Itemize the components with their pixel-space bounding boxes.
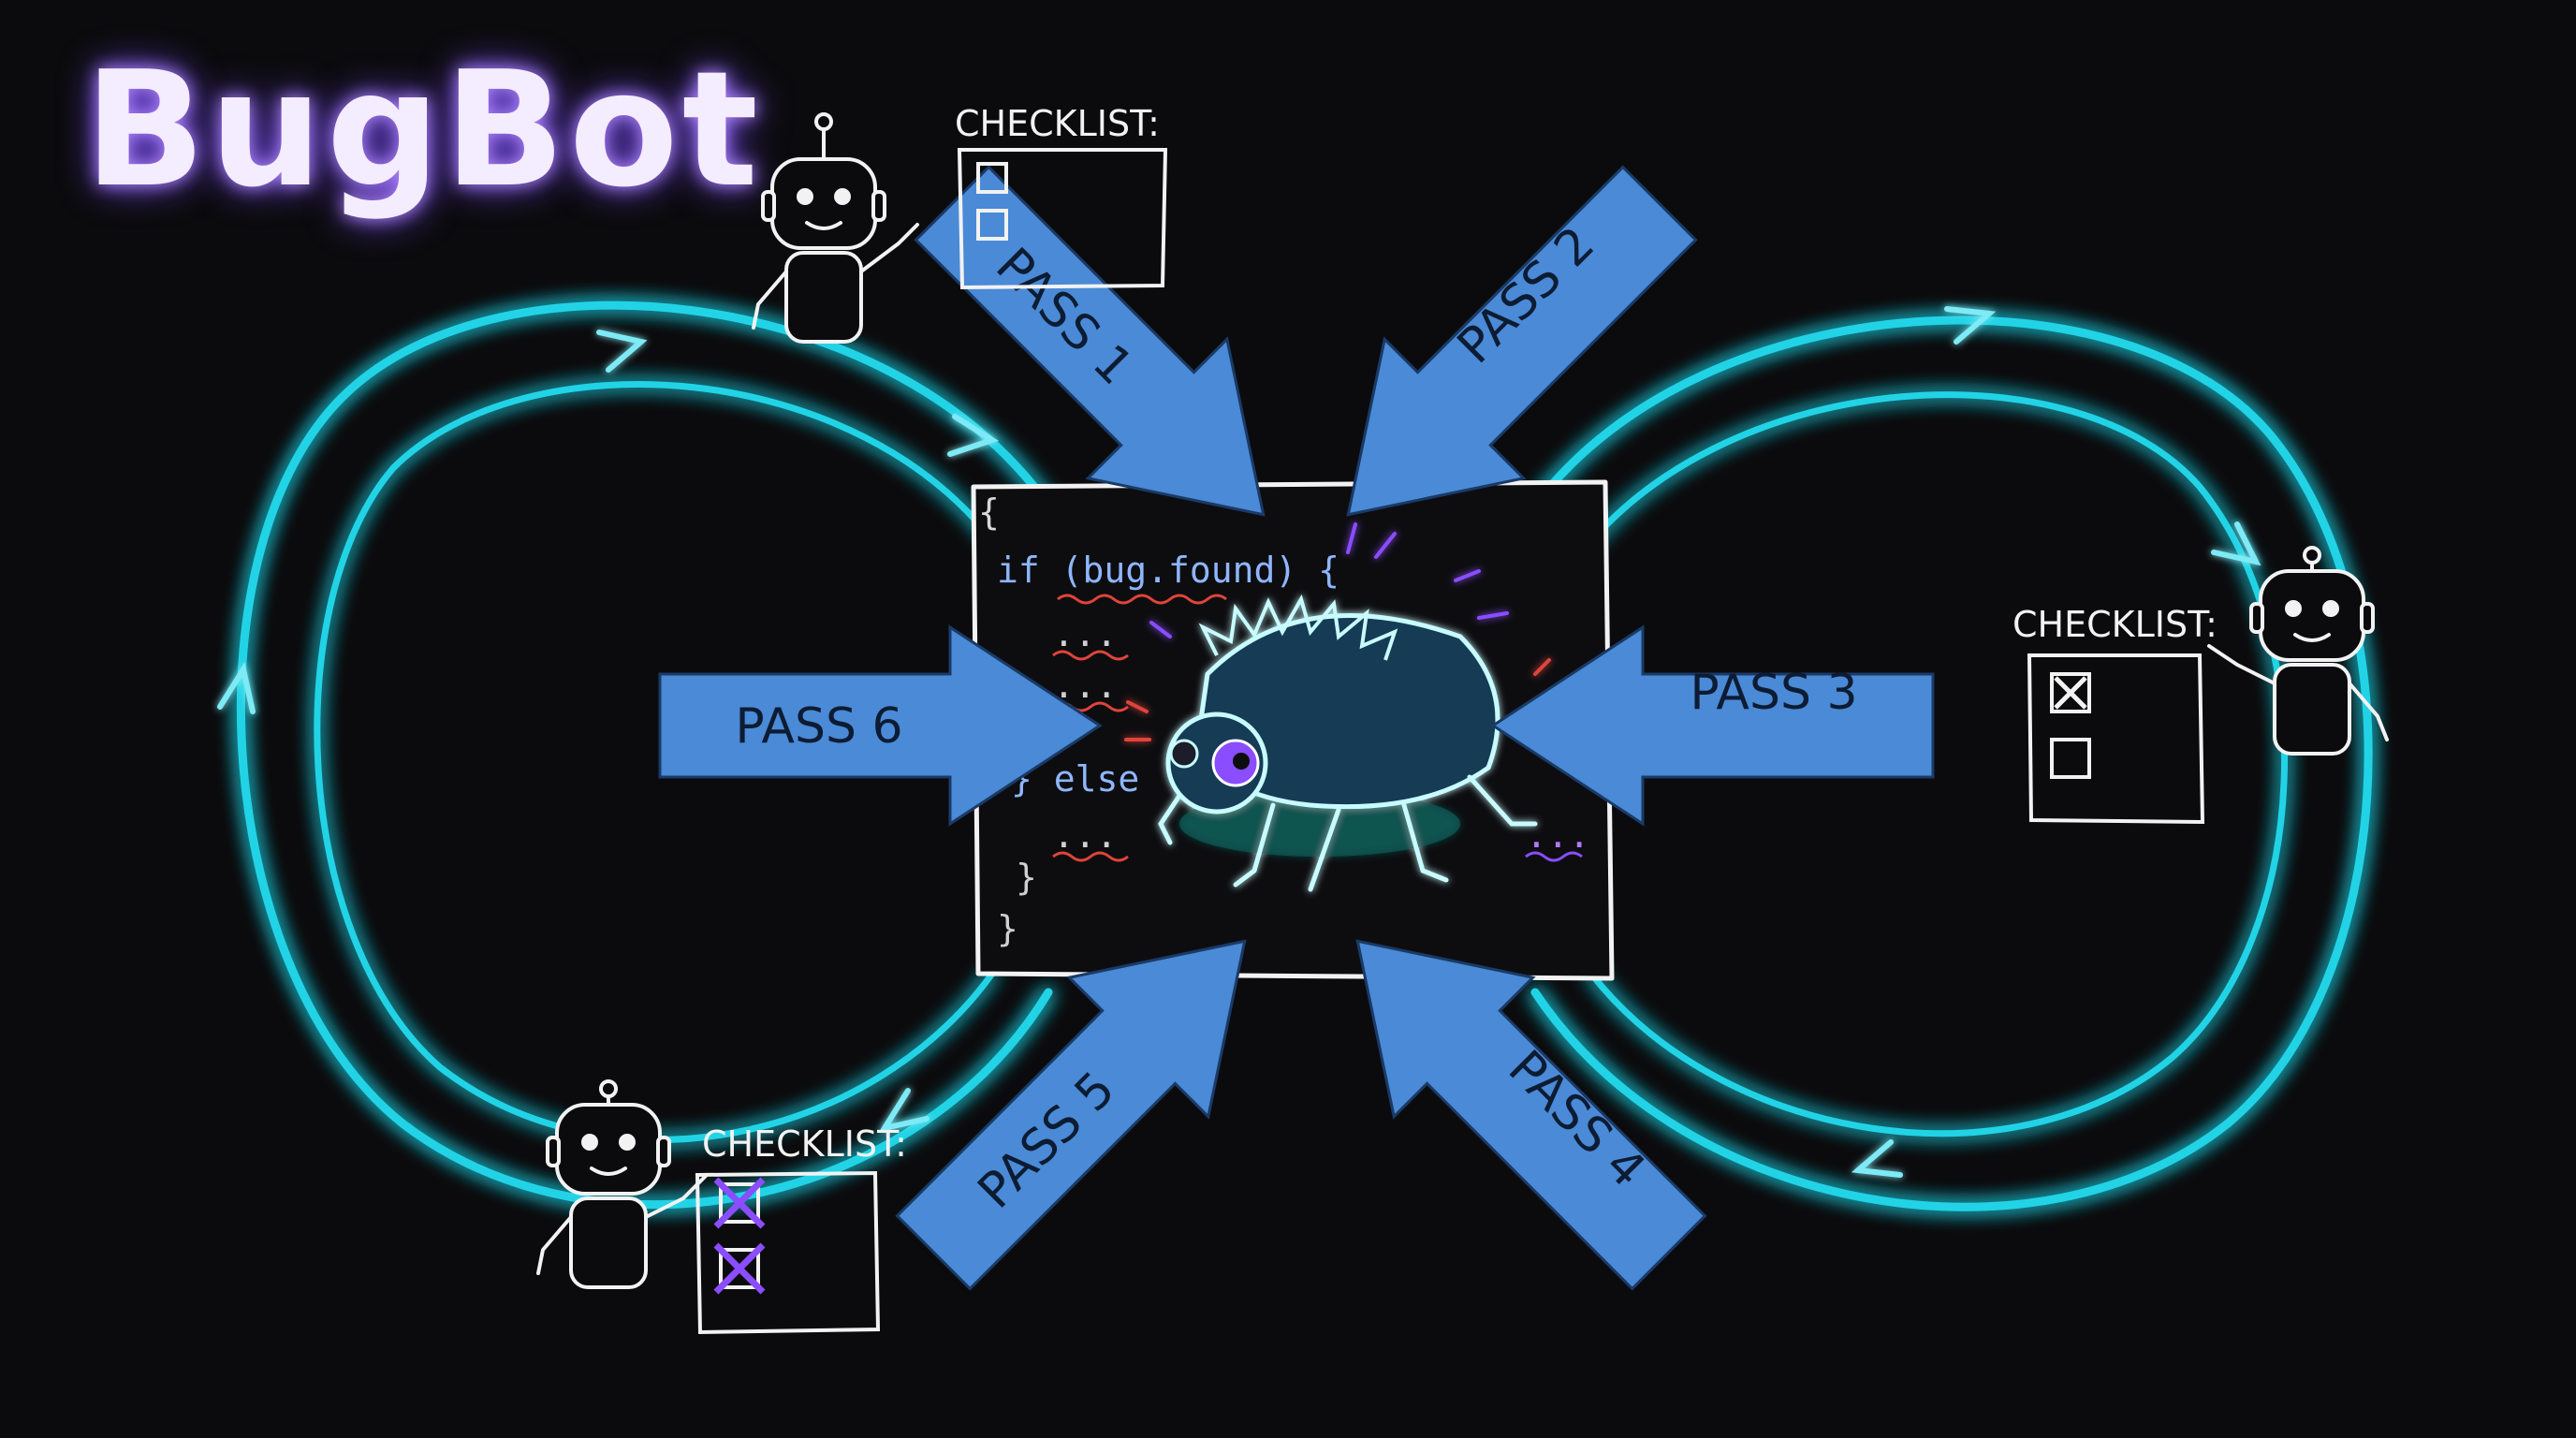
code-line-if: if (bug.found) {: [997, 550, 1339, 591]
checklist-right: CHECKLIST:: [2012, 604, 2217, 825]
checkbox-bottom-1: [719, 1182, 760, 1224]
bug-icon: [1124, 522, 1551, 892]
checkbox-top-1: [976, 162, 1008, 194]
loop-arrowheads: [217, 306, 2261, 1178]
pass-arrow-3: PASS 3: [1490, 624, 1935, 827]
code-line-close-brace-2: }: [997, 908, 1018, 949]
checkbox-right-2: [2050, 738, 2091, 779]
checklist-top: CHECKLIST:: [955, 103, 1168, 290]
robot-icon-right: [2207, 546, 2389, 756]
checkbox-bottom-2: [719, 1248, 760, 1289]
code-line-ellipsis-4: ...: [1526, 814, 1590, 856]
checkbox-top-2: [976, 209, 1008, 241]
error-squiggles: [1052, 594, 1227, 862]
checklist-bottom-label: CHECKLIST:: [702, 1123, 907, 1165]
checkbox-right-1: [2050, 672, 2091, 713]
robot-icon-top: [752, 112, 919, 344]
pass-arrow-6: PASS 6: [658, 624, 1103, 827]
checklist-right-label: CHECKLIST:: [2012, 604, 2217, 645]
pass-label-3: PASS 3: [1690, 665, 1857, 721]
code-snippet: { if (bug.found) { ... ... } else ... } …: [978, 492, 1590, 949]
page-title: BugBot: [84, 37, 762, 223]
checklist-bottom: CHECKLIST:: [695, 1123, 907, 1335]
right-loop: [1530, 315, 2373, 1211]
robot-icon-bottom: [536, 1079, 709, 1289]
code-line-ellipsis-2: ...: [1053, 665, 1118, 706]
checklist-top-label: CHECKLIST:: [955, 103, 1160, 144]
code-line-open-brace: {: [978, 492, 1000, 533]
pass-arrows: PASS 1 PASS 2 PASS 3 PASS 4 PASS 5 PASS …: [658, 165, 1935, 1291]
code-line-ellipsis-1: ...: [1053, 613, 1118, 654]
code-line-close-brace-1: }: [1016, 857, 1037, 898]
pass-label-6: PASS 6: [735, 698, 902, 755]
code-line-ellipsis-3: ...: [1053, 814, 1118, 856]
